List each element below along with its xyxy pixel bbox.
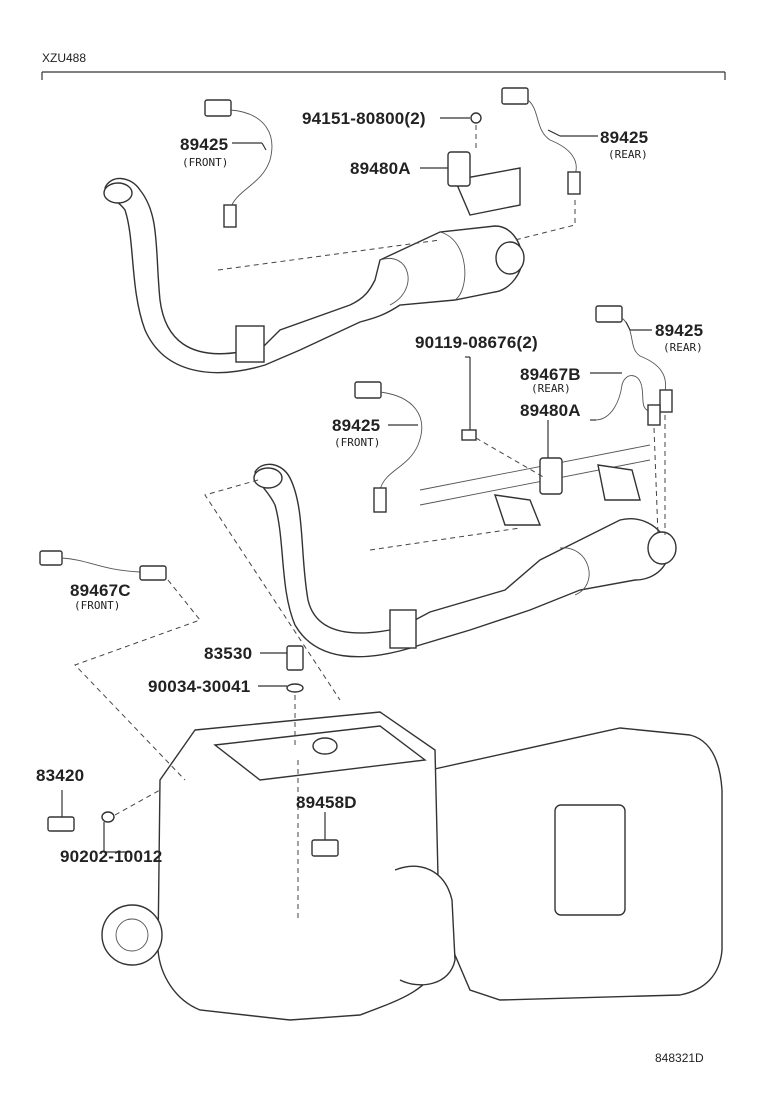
lower-catalyst-ring	[559, 547, 590, 596]
callout-90202-10012: 90202-10012	[60, 847, 162, 866]
sensor-83420	[47, 816, 75, 832]
callout-90034-30041: 90034-30041	[148, 677, 250, 696]
upper-front-sensor-body	[223, 204, 237, 228]
lower-exhaust-assembly	[204, 305, 677, 701]
upper-bolt	[470, 112, 482, 124]
model-code-label: XZU488	[42, 51, 86, 65]
upper-pipe-clamp	[235, 325, 265, 363]
front-temp-sensor-body	[139, 565, 167, 581]
callout-89467b-note: (REAR)	[531, 382, 571, 395]
front-temp-sensor-connector	[39, 550, 63, 566]
upper-sensor-bracket	[454, 167, 521, 216]
lower-front-sensor-connector	[354, 381, 382, 399]
lower-pressure-sensor	[539, 457, 563, 495]
intake-pipe	[394, 865, 456, 986]
upper-rear-sensor-wire	[527, 99, 577, 176]
callout-89425-lower-front: 89425	[332, 416, 380, 435]
lower-rear-temp-ref	[653, 427, 659, 536]
lower-rear-sensor-connector	[595, 305, 623, 323]
lower-front-sensor-wire	[379, 391, 423, 491]
lower-bracket-right	[597, 464, 641, 501]
upper-front-sensor-connector	[204, 99, 232, 117]
oil-pressure-switch	[286, 645, 304, 671]
callout-89425-lower-front-note: (FRONT)	[334, 436, 380, 449]
callout-89467c: 89467C	[70, 581, 131, 600]
callout-89425-lower-rear: 89425	[655, 321, 703, 340]
front-temp-sensor-wire	[61, 557, 141, 573]
washer-ref	[114, 789, 161, 816]
callout-83530: 83530	[204, 644, 252, 663]
callout-89480a-lower: 89480A	[520, 401, 581, 420]
upper-exhaust-assembly	[103, 87, 581, 374]
callout-89425-upper-rear: 89425	[600, 128, 648, 147]
crank-pulley-hub	[115, 918, 149, 952]
lower-front-sensor-body	[373, 487, 387, 513]
callout-89467c-note: (FRONT)	[74, 599, 120, 612]
upper-front-sensor-wire	[229, 109, 273, 211]
oil-filler-cap	[312, 737, 338, 755]
lower-pipe-clamp	[389, 609, 417, 649]
lower-front-sensor-ref	[369, 527, 521, 551]
upper-rear-sensor-body	[567, 171, 581, 195]
upper-pressure-sensor	[447, 151, 471, 187]
front-temp-sensor-ref	[74, 579, 201, 781]
upper-catalyst-ring-2	[439, 231, 466, 301]
callout-94151-80800: 94151-80800(2)	[302, 109, 426, 128]
gasket-ring	[286, 683, 304, 693]
upper-catalyst-outlet	[495, 241, 525, 275]
callout-89425-upper-front: 89425	[180, 135, 228, 154]
engine-assembly	[39, 550, 723, 1021]
callout-90119-08676: 90119-08676(2)	[415, 333, 538, 352]
upper-front-sensor-ref	[217, 239, 441, 271]
lower-catalyst-outlet	[647, 531, 677, 565]
callout-89467b: 89467B	[520, 365, 581, 384]
callout-83420: 83420	[36, 766, 84, 785]
frame-rail-upper	[419, 444, 651, 491]
upper-pipe-flange	[103, 182, 133, 204]
transmission-side-cover	[554, 804, 626, 916]
lower-bracket-left	[493, 494, 542, 526]
temp-sensor-89458d	[311, 839, 339, 857]
lower-pipe-ref	[204, 479, 341, 701]
lower-bolt-ref	[475, 437, 546, 479]
callout-89458d: 89458D	[296, 793, 357, 812]
lower-rear-temp-sensor-wire	[594, 375, 653, 421]
callout-89480a-upper: 89480A	[350, 159, 411, 178]
upper-rear-sensor-ref	[514, 200, 576, 241]
upper-catalyst-ring	[379, 258, 409, 306]
lower-rear-sensor-body	[659, 389, 673, 413]
lower-rear-temp-sensor-body	[647, 404, 661, 426]
lower-pipe-flange	[253, 467, 283, 489]
callout-89425-upper-front-note: (FRONT)	[182, 156, 228, 169]
crank-pulley	[101, 904, 163, 966]
leader-lines	[61, 117, 652, 853]
callout-89425-lower-rear-note: (REAR)	[663, 341, 703, 354]
upper-rear-sensor-connector	[501, 87, 529, 105]
callout-89425-upper-rear-note: (REAR)	[608, 148, 648, 161]
washer-90202	[101, 811, 115, 823]
figure-code-label: 848321D	[655, 1051, 704, 1065]
lower-bolt	[461, 429, 477, 441]
callout-labels: 89425 (FRONT) 94151-80800(2) 89480A 8942…	[36, 109, 703, 866]
